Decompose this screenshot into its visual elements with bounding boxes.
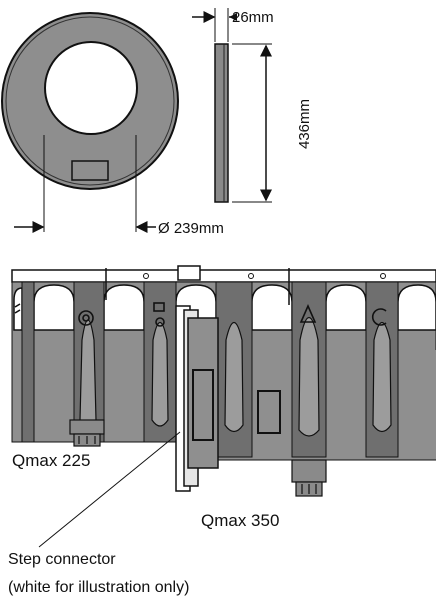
step-connector-label: Step connector xyxy=(8,551,116,568)
dimension-diameter-label: Ø 239mm xyxy=(158,220,224,237)
panel-recess-right xyxy=(257,390,281,434)
qmax-225-label: Qmax 225 xyxy=(12,451,91,470)
qmax-225-outlet xyxy=(69,419,105,447)
qmax-350-label: Qmax 350 xyxy=(201,511,280,530)
dimension-width-label: 26mm xyxy=(232,9,274,26)
panel-recess-left xyxy=(192,369,214,441)
step-connector-note: (white for illustration only) xyxy=(8,579,190,596)
end-cap-front-view xyxy=(1,12,179,233)
step-connector xyxy=(175,305,219,492)
end-cap-side-view xyxy=(192,8,272,203)
dimension-height-text: 436mm xyxy=(296,98,313,150)
label-recess xyxy=(71,160,109,181)
step-connector-leader xyxy=(38,431,181,548)
channel-assembly xyxy=(11,265,436,497)
qmax-350-outlet xyxy=(291,459,327,497)
top-rail-clip xyxy=(177,265,201,281)
